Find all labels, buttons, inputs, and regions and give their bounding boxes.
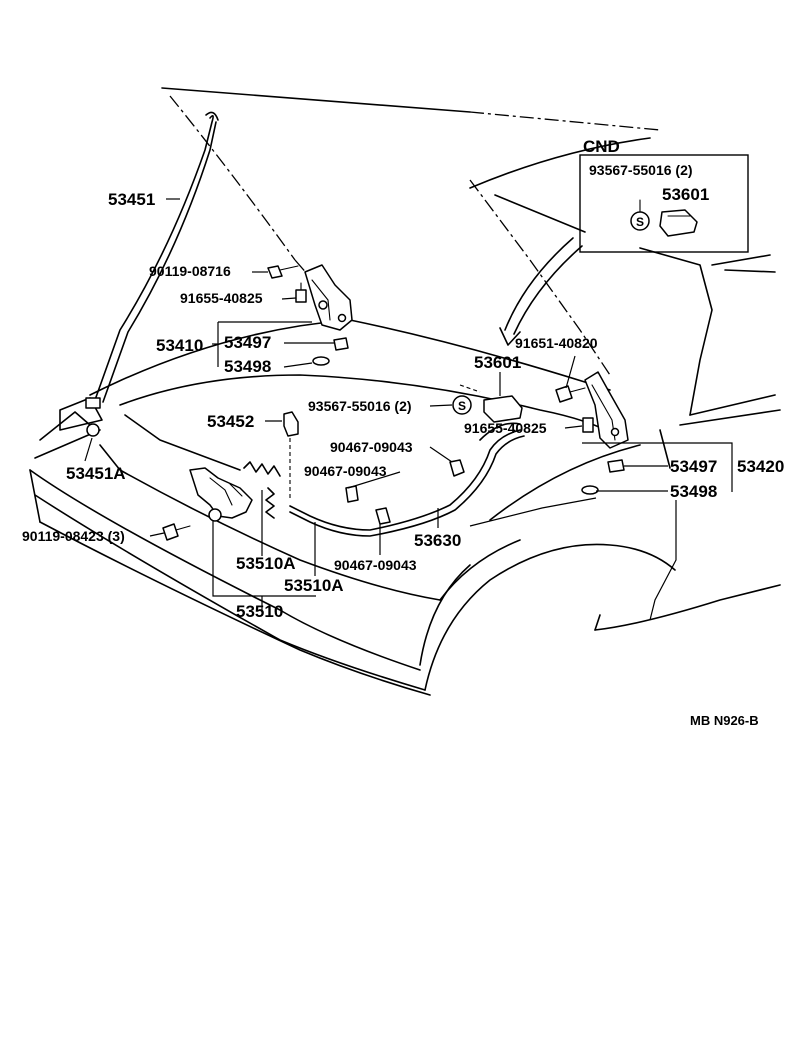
label-cnd: CND xyxy=(583,137,620,156)
label-53451: 53451 xyxy=(108,190,155,209)
label-90467-09043-a: 90467-09043 xyxy=(330,439,413,455)
bolt-icon xyxy=(555,385,573,403)
label-53510: 53510 xyxy=(236,602,283,621)
leader-lines xyxy=(84,198,733,621)
label-93567-55016-box: 93567-55016 (2) xyxy=(589,162,693,178)
label-53451A: 53451A xyxy=(66,464,126,483)
grommet-53451A xyxy=(86,423,100,437)
label-90467-09043-b: 90467-09043 xyxy=(304,463,387,479)
hood-lock-assembly xyxy=(162,461,281,541)
cnd-box: S xyxy=(499,154,749,346)
label-53410: 53410 xyxy=(156,336,203,355)
hood-lock-53601: S xyxy=(452,384,523,423)
label-53497-left: 53497 xyxy=(224,333,271,352)
bolt-icon xyxy=(267,265,283,279)
label-90119-08716: 90119-08716 xyxy=(149,263,231,279)
hood-support-rod xyxy=(85,111,219,437)
right-hood-hinge xyxy=(555,371,629,495)
label-53630: 53630 xyxy=(414,531,461,550)
car-body xyxy=(29,137,781,696)
bolt-icon xyxy=(295,289,307,303)
bolt-icon xyxy=(162,523,179,541)
label-90467-09043-c: 90467-09043 xyxy=(334,557,417,573)
label-53452: 53452 xyxy=(207,412,254,431)
label-90119-08423: 90119-08423 (3) xyxy=(22,528,125,544)
label-91655-40825-left: 91655-40825 xyxy=(180,290,263,306)
hood-support-holder xyxy=(283,411,299,500)
s-symbol-icon xyxy=(452,395,472,415)
label-53601-box: 53601 xyxy=(662,185,709,204)
label-53498-right: 53498 xyxy=(670,482,717,501)
label-91651-40820: 91651-40820 xyxy=(515,335,598,351)
footer-code: MB N926-B xyxy=(690,713,759,728)
label-53497-right: 53497 xyxy=(670,457,717,476)
label-53601-mid: 53601 xyxy=(474,353,521,372)
s-symbol-text: S xyxy=(636,215,644,229)
label-53420: 53420 xyxy=(737,457,784,476)
label-53498-left: 53498 xyxy=(224,357,271,376)
label-53510A-1: 53510A xyxy=(236,554,296,573)
label-53510A-2: 53510A xyxy=(284,576,344,595)
label-91655-40825-right: 91655-40825 xyxy=(464,420,547,436)
s-symbol-text: S xyxy=(458,399,466,413)
release-cable xyxy=(289,422,525,537)
bolt-icon xyxy=(582,417,594,433)
hood xyxy=(89,87,661,396)
label-93567-55016-mid: 93567-55016 (2) xyxy=(308,398,412,414)
left-hood-hinge xyxy=(267,264,353,366)
